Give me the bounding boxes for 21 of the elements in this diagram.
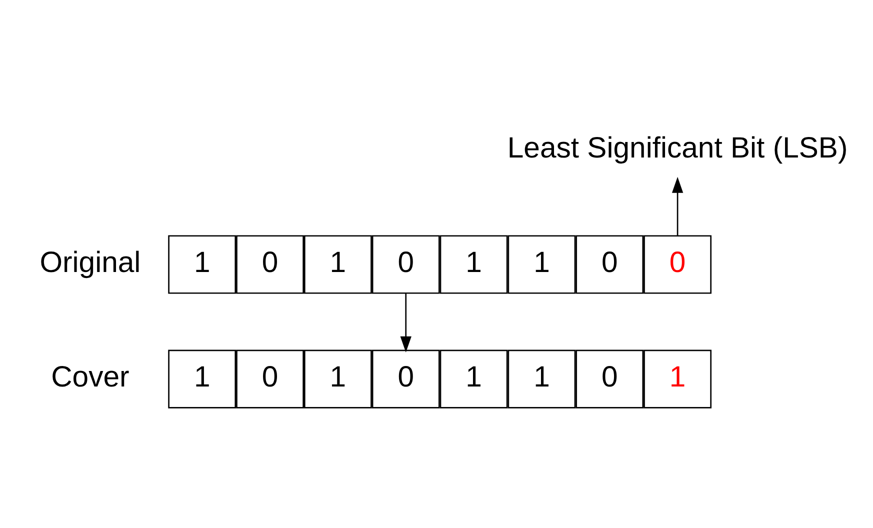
arrow — [400, 292, 412, 352]
node-text: Least Significant Bit (LSB) — [507, 130, 848, 164]
node-box: 1 — [644, 349, 712, 408]
node-text: Original — [40, 245, 141, 278]
node-box: 0 — [372, 349, 440, 408]
node-box: 1 — [304, 234, 372, 294]
node-box: 0 — [576, 234, 644, 294]
node-box: 0 — [644, 234, 712, 294]
node-box: 1 — [440, 234, 508, 294]
node-box: 1 — [508, 349, 576, 408]
node-box: 1 — [168, 349, 236, 408]
node-box: 0 — [236, 349, 304, 408]
node-text: Cover — [51, 360, 130, 393]
node-box: 1 — [440, 349, 508, 408]
node-box: 1 — [304, 349, 372, 408]
node-box: 0 — [236, 234, 304, 294]
node-box: 0 — [372, 234, 440, 294]
node-box: 1 — [168, 234, 236, 294]
node-box: 0 — [576, 349, 644, 408]
node-box: 1 — [508, 234, 576, 294]
arrow — [672, 176, 684, 236]
